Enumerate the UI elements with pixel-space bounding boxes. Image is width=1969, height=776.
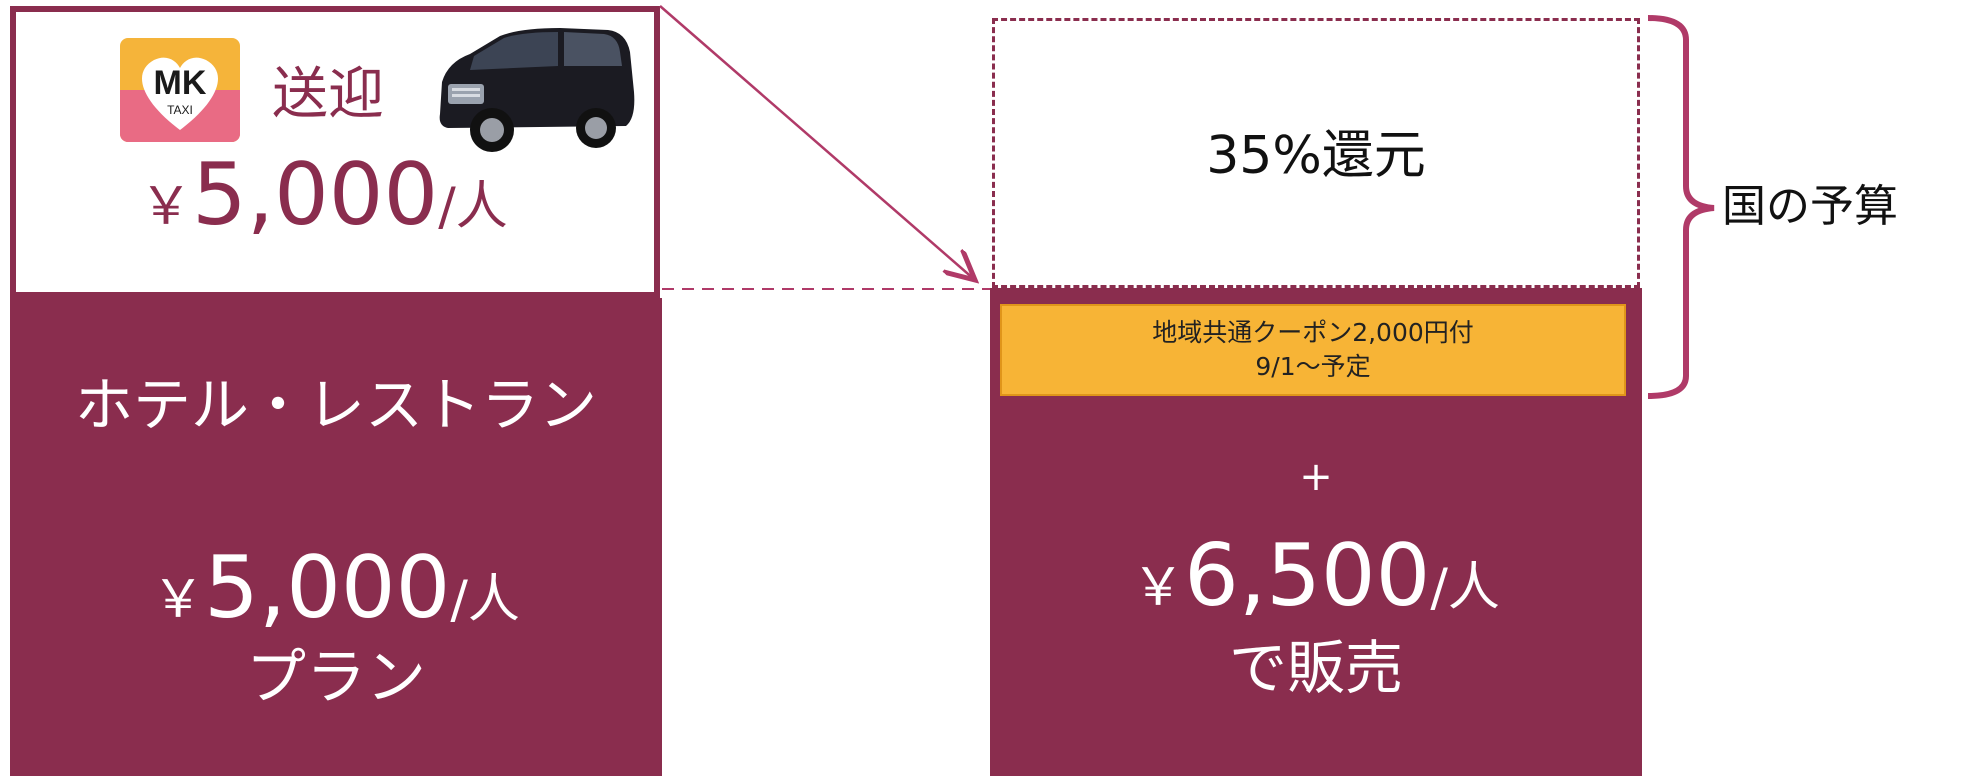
transfer-price-symbol: ￥: [140, 177, 193, 237]
plan-price: ￥5,000/人: [10, 540, 662, 660]
logo-sub: TAXI: [167, 103, 193, 117]
minivan-image: [439, 28, 635, 152]
hotel-restaurant-label: ホテル・レストラン: [74, 371, 597, 439]
plan-price-value: 5,000: [204, 538, 451, 638]
sale-price: ￥6,500/人: [990, 528, 1642, 648]
transfer-price-unit: /人: [438, 177, 508, 237]
transfer-price: ￥5,000/人: [140, 150, 508, 264]
transfer-price-value: 5,000: [192, 145, 439, 245]
sale-price-symbol: ￥: [1132, 558, 1185, 618]
logo-brand: MK: [154, 64, 207, 102]
plus-sign: +: [1299, 454, 1333, 500]
budget-label: 国の予算: [1722, 181, 1898, 232]
sale-price-unit: /人: [1430, 558, 1500, 618]
rebate-label: 35%還元: [1206, 126, 1426, 186]
budget-brace: [1647, 15, 1715, 399]
transfer-label: 送迎: [272, 62, 384, 127]
plan-label: プラン: [246, 643, 426, 713]
sale-label: で販売: [1228, 634, 1403, 702]
mk-taxi-logo: MK TAXI: [120, 38, 240, 142]
arrow-line: [659, 5, 975, 280]
plan-price-unit: /人: [450, 570, 520, 630]
coupon-line-1: 地域共通クーポン2,000円付: [1152, 318, 1474, 347]
coupon-banner: 地域共通クーポン2,000円付 9/1～予定: [1000, 304, 1626, 396]
hotel-plan-box: [10, 298, 662, 776]
plan-price-symbol: ￥: [152, 570, 205, 630]
coupon-line-2: 9/1～予定: [1255, 352, 1371, 381]
rebate-box: [992, 18, 1640, 288]
sale-price-value: 6,500: [1184, 526, 1431, 626]
